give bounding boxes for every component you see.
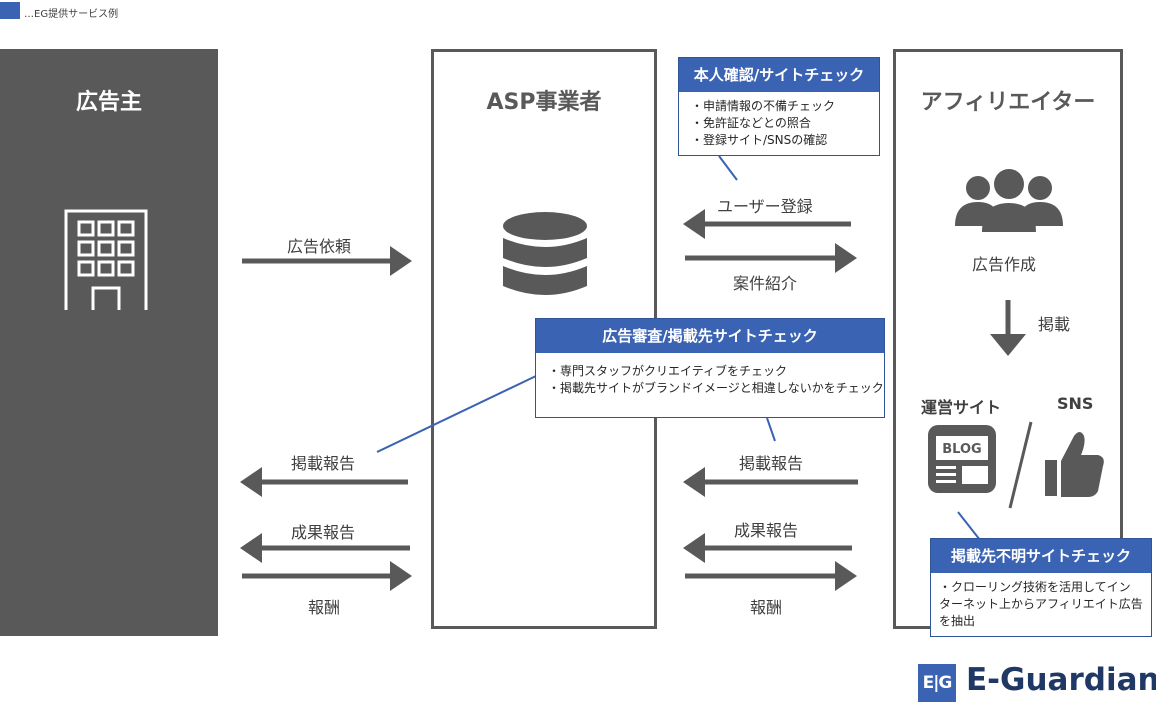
ad-review-callout: 広告審査/掲載先サイトチェック 専門スタッフがクリエイティブをチェック 掲載先サ… — [535, 318, 885, 418]
description-line: ・クローリング技術を活用してイン — [939, 580, 1131, 594]
list-item: 免許証などとの照合 — [691, 115, 871, 132]
list-item: 専門スタッフがクリエイティブをチェック — [548, 363, 876, 380]
blog-icon: BLOG — [928, 425, 996, 493]
identity-check-title: 本人確認/サイトチェック — [679, 58, 879, 92]
list-item: 掲載先サイトがブランドイメージと相違しないかをチェック — [548, 380, 884, 397]
people-icon — [955, 169, 1063, 232]
site-label: 運営サイト — [921, 398, 1002, 417]
thumbs-up-icon — [1045, 432, 1104, 497]
description-line: を抽出 — [939, 614, 976, 628]
ad-review-title: 広告審査/掲載先サイトチェック — [536, 319, 884, 353]
legend-label: …EG提供サービス例 — [24, 9, 119, 20]
advertiser-column — [0, 49, 218, 636]
eg-logo-mark: E|G — [918, 664, 956, 702]
posting-report-right-label: 掲載報告 — [739, 454, 804, 473]
posting-report-left-label: 掲載報告 — [291, 454, 356, 473]
blog-icon-text: BLOG — [942, 442, 981, 457]
unknown-site-callout: 掲載先不明サイトチェック ・クローリング技術を活用してイン ターネット上からアフ… — [930, 538, 1152, 637]
list-item: 登録サイト/SNSの確認 — [691, 132, 871, 149]
result-report-left-label: 成果報告 — [291, 523, 356, 542]
building-icon — [64, 209, 148, 310]
reward-right-label: 報酬 — [750, 598, 783, 617]
result-report-right-label: 成果報告 — [734, 521, 799, 540]
identity-check-callout: 本人確認/サイトチェック 申請情報の不備チェック 免許証などとの照合 登録サイト… — [678, 57, 880, 156]
affiliate-title: アフィリエイター — [920, 90, 1096, 115]
ad-creation-label: 広告作成 — [972, 255, 1037, 274]
advertiser-title: 広告主 — [75, 90, 142, 115]
reward-left-label: 報酬 — [308, 598, 341, 617]
ad-request-label: 広告依頼 — [287, 237, 352, 256]
posting-label: 掲載 — [1038, 315, 1071, 334]
identity-check-list: 申請情報の不備チェック 免許証などとの照合 登録サイト/SNSの確認 — [679, 92, 879, 155]
database-icon — [503, 212, 587, 295]
unknown-site-description: ・クローリング技術を活用してイン ターネット上からアフィリエイト広告 を抽出 — [931, 573, 1151, 634]
legend-swatch — [0, 2, 20, 19]
description-line: ターネット上からアフィリエイト広告 — [939, 597, 1143, 611]
user-registration-label: ユーザー登録 — [717, 197, 813, 216]
asp-title: ASP事業者 — [486, 90, 602, 115]
ad-review-list: 専門スタッフがクリエイティブをチェック 掲載先サイトがブランドイメージと相違しな… — [536, 353, 884, 403]
list-item: 申請情報の不備チェック — [691, 98, 871, 115]
eg-logo-text: E-Guardian — [966, 662, 1156, 698]
unknown-site-title: 掲載先不明サイトチェック — [931, 539, 1151, 573]
sns-label: SNS — [1057, 394, 1094, 413]
case-intro-label: 案件紹介 — [733, 274, 798, 293]
media-divider — [1008, 421, 1033, 509]
